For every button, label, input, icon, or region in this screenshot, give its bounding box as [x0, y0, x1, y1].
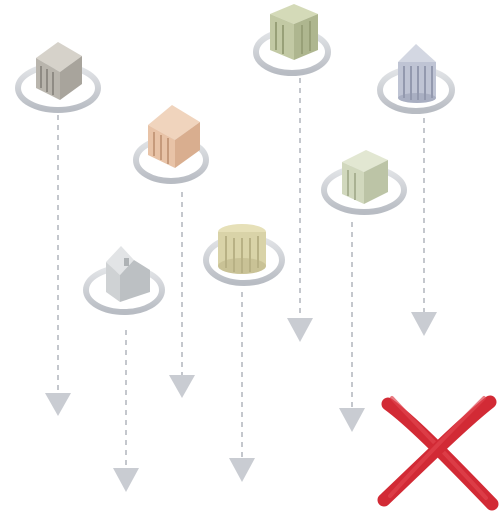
building-4-group [206, 224, 282, 482]
rotunda-icon [218, 224, 266, 274]
down-arrow-icon [411, 312, 437, 336]
down-arrow-icon [287, 318, 313, 342]
domed-building-icon [398, 44, 436, 103]
house-icon [106, 246, 150, 302]
shed-building-icon [342, 150, 388, 204]
bank-building-icon [36, 42, 82, 100]
building-6-group [324, 150, 404, 432]
bank-building-icon [148, 105, 200, 168]
building-2-group [136, 105, 206, 398]
building-3-group [86, 246, 162, 492]
building-5-group [256, 4, 328, 342]
down-arrow-icon [113, 468, 139, 492]
down-arrow-icon [169, 375, 195, 398]
down-arrow-icon [339, 408, 365, 432]
building-7-group [380, 44, 452, 336]
pavilion-icon [270, 4, 318, 60]
building-1-group [18, 42, 98, 416]
red-x-icon [384, 398, 492, 504]
down-arrow-icon [45, 393, 71, 416]
down-arrow-icon [229, 458, 255, 482]
